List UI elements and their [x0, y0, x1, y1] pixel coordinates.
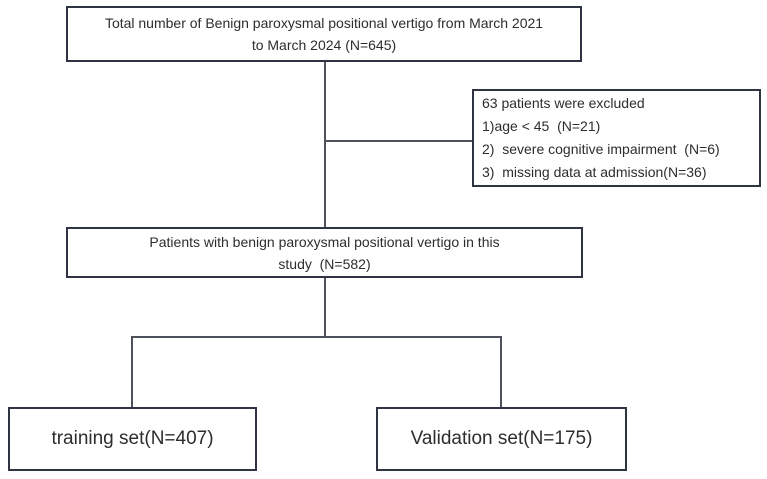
excluded-text-line: 63 patients were excluded	[482, 95, 645, 111]
connector-split-to-validation	[500, 337, 502, 407]
validation-set-box: Validation set(N=175)	[376, 407, 627, 471]
study-population-text-line: study (N=582)	[278, 255, 371, 272]
validation-set-label: Validation set(N=175)	[410, 428, 593, 449]
connector-study-to-split	[324, 277, 326, 337]
excluded-text-line: 2) severe cognitive impairment (N=6)	[482, 141, 720, 157]
training-set-box: training set(N=407)	[8, 407, 257, 471]
excluded-text-line: 3) missing data at admission(N=36)	[482, 164, 707, 180]
study-population-box: Patients with benign paroxysmal position…	[66, 227, 583, 278]
total-population-text-line: to March 2024 (N=645)	[251, 37, 397, 53]
connector-total-to-study	[324, 61, 326, 228]
connector-split-to-training	[131, 337, 133, 407]
total-population-box: Total number of Benign paroxysmal positi…	[66, 6, 582, 62]
total-population-text-line: Total number of Benign paroxysmal positi…	[104, 15, 544, 31]
training-set-label: training set(N=407)	[51, 428, 214, 449]
excluded-text-line: 1)age < 45 (N=21)	[482, 118, 601, 134]
connector-split-horizontal	[131, 336, 502, 338]
connector-excluded-branch	[326, 140, 472, 142]
excluded-patients-box: 63 patients were excluded 1)age < 45 (N=…	[472, 89, 761, 187]
study-population-text-line: Patients with benign paroxysmal position…	[149, 233, 500, 250]
